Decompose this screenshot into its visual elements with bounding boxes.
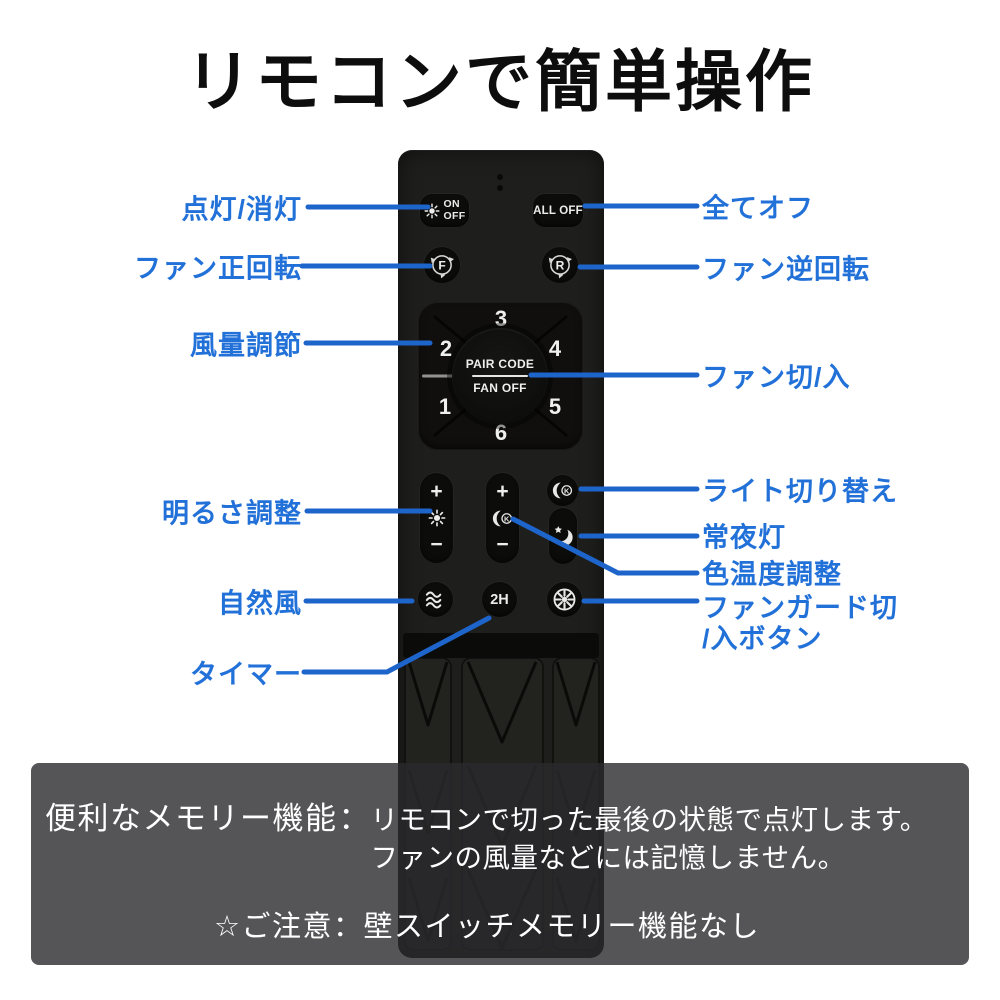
label-air-volume: 風量調節 [190, 330, 302, 361]
label-night-light: 常夜灯 [702, 522, 786, 553]
caution-text: 壁スイッチメモリー機能なし [363, 911, 761, 943]
speed-key-1: 1 [438, 394, 452, 419]
caution-separator: ： [333, 911, 364, 943]
label-natural-wind: 自然風 [218, 588, 302, 619]
light-switch-button: K [546, 474, 579, 507]
sun-icon [428, 509, 445, 527]
fan-off-label: FAN OFF [473, 381, 527, 396]
memo-panel: 便利なメモリー機能 ： リモコンで切った最後の状態で点灯します。 ファンの風量な… [31, 763, 969, 965]
sun-icon [424, 202, 440, 219]
rotate-arrows-F-icon: F [429, 255, 454, 280]
natural-wind-button [417, 581, 454, 618]
label-all-off: 全てオフ [702, 193, 814, 224]
waves-icon [425, 591, 442, 608]
memo-text-line1: リモコンで切った最後の状態で点灯します。 [370, 804, 928, 835]
speed-key-6: 6 [494, 420, 508, 445]
memo-text: リモコンで切った最後の状態で点灯します。 ファンの風量などには記憶しません。 [371, 801, 928, 877]
power-onoff-button: ON OFF [419, 193, 470, 228]
label-fan-reverse: ファン逆回転 [702, 254, 870, 285]
label-fan-guard: ファンガード切 /入ボタン [702, 593, 898, 655]
svg-text:K: K [564, 487, 570, 496]
memo-row: 便利なメモリー機能 ： リモコンで切った最後の状態で点灯します。 ファンの風量な… [45, 801, 928, 877]
moon-star-icon [552, 525, 573, 546]
label-color-temp: 色温度調整 [702, 559, 842, 590]
page-title: リモコンで簡単操作 [185, 42, 815, 121]
night-light-button [548, 507, 578, 565]
fan-forward-button: F [423, 246, 461, 284]
fan-guard-button [546, 581, 583, 618]
label-light-onoff: 点灯/消灯 [181, 194, 302, 225]
color-temp-minus: − [496, 533, 509, 556]
color-temp-control: + K − [485, 472, 520, 564]
brightness-minus: − [430, 533, 443, 556]
label-fan-guard-line2: /入ボタン [702, 624, 823, 654]
label-fan-forward: ファン正回転 [134, 253, 302, 284]
svg-text:F: F [438, 258, 445, 272]
all-off-button: ALL OFF [532, 193, 584, 228]
svg-text:R: R [556, 258, 565, 272]
timer-2h-button: 2H [481, 581, 518, 618]
speed-key-5: 5 [548, 394, 562, 419]
memo-label: 便利なメモリー機能 [45, 801, 338, 836]
color-temp-plus: + [496, 480, 509, 503]
ir-led-dot [497, 185, 503, 191]
speed-key-3: 3 [494, 306, 508, 331]
label-timer: タイマー [190, 659, 302, 690]
fan-reverse-button: R [541, 246, 579, 284]
label-light-switch: ライト切り替え [702, 476, 898, 507]
speed-keypad: 3 2 4 1 5 6 PAIR CODE FAN OFF [418, 302, 583, 450]
fan-wheel-icon [553, 588, 576, 611]
crescent-k-icon: K [492, 510, 513, 526]
pair-code-label: PAIR CODE [465, 356, 535, 371]
memo-separator: ： [338, 801, 370, 836]
label-fan-onoff: ファン切/入 [702, 362, 851, 393]
caution-label: ☆ご注意 [214, 911, 333, 943]
pair-code-fan-off-button: PAIR CODE FAN OFF [452, 328, 548, 424]
speed-key-4: 4 [548, 336, 562, 361]
rotate-arrows-R-icon: R [547, 255, 572, 280]
power-onoff-label: ON OFF [443, 198, 466, 222]
brightness-control: + − [419, 472, 454, 564]
divider-line [472, 374, 528, 378]
ir-led-dot [497, 174, 503, 180]
label-fan-guard-line1: ファンガード切 [702, 593, 898, 623]
svg-text:K: K [504, 514, 510, 523]
speed-key-2: 2 [439, 336, 453, 361]
brightness-plus: + [430, 480, 443, 503]
memo-text-line2: ファンの風量などには記憶しません。 [370, 842, 846, 873]
label-brightness: 明るさ調整 [162, 498, 302, 529]
crescent-k-icon: K [552, 482, 573, 499]
caution-row: ☆ご注意 ： 壁スイッチメモリー機能なし [214, 903, 760, 945]
